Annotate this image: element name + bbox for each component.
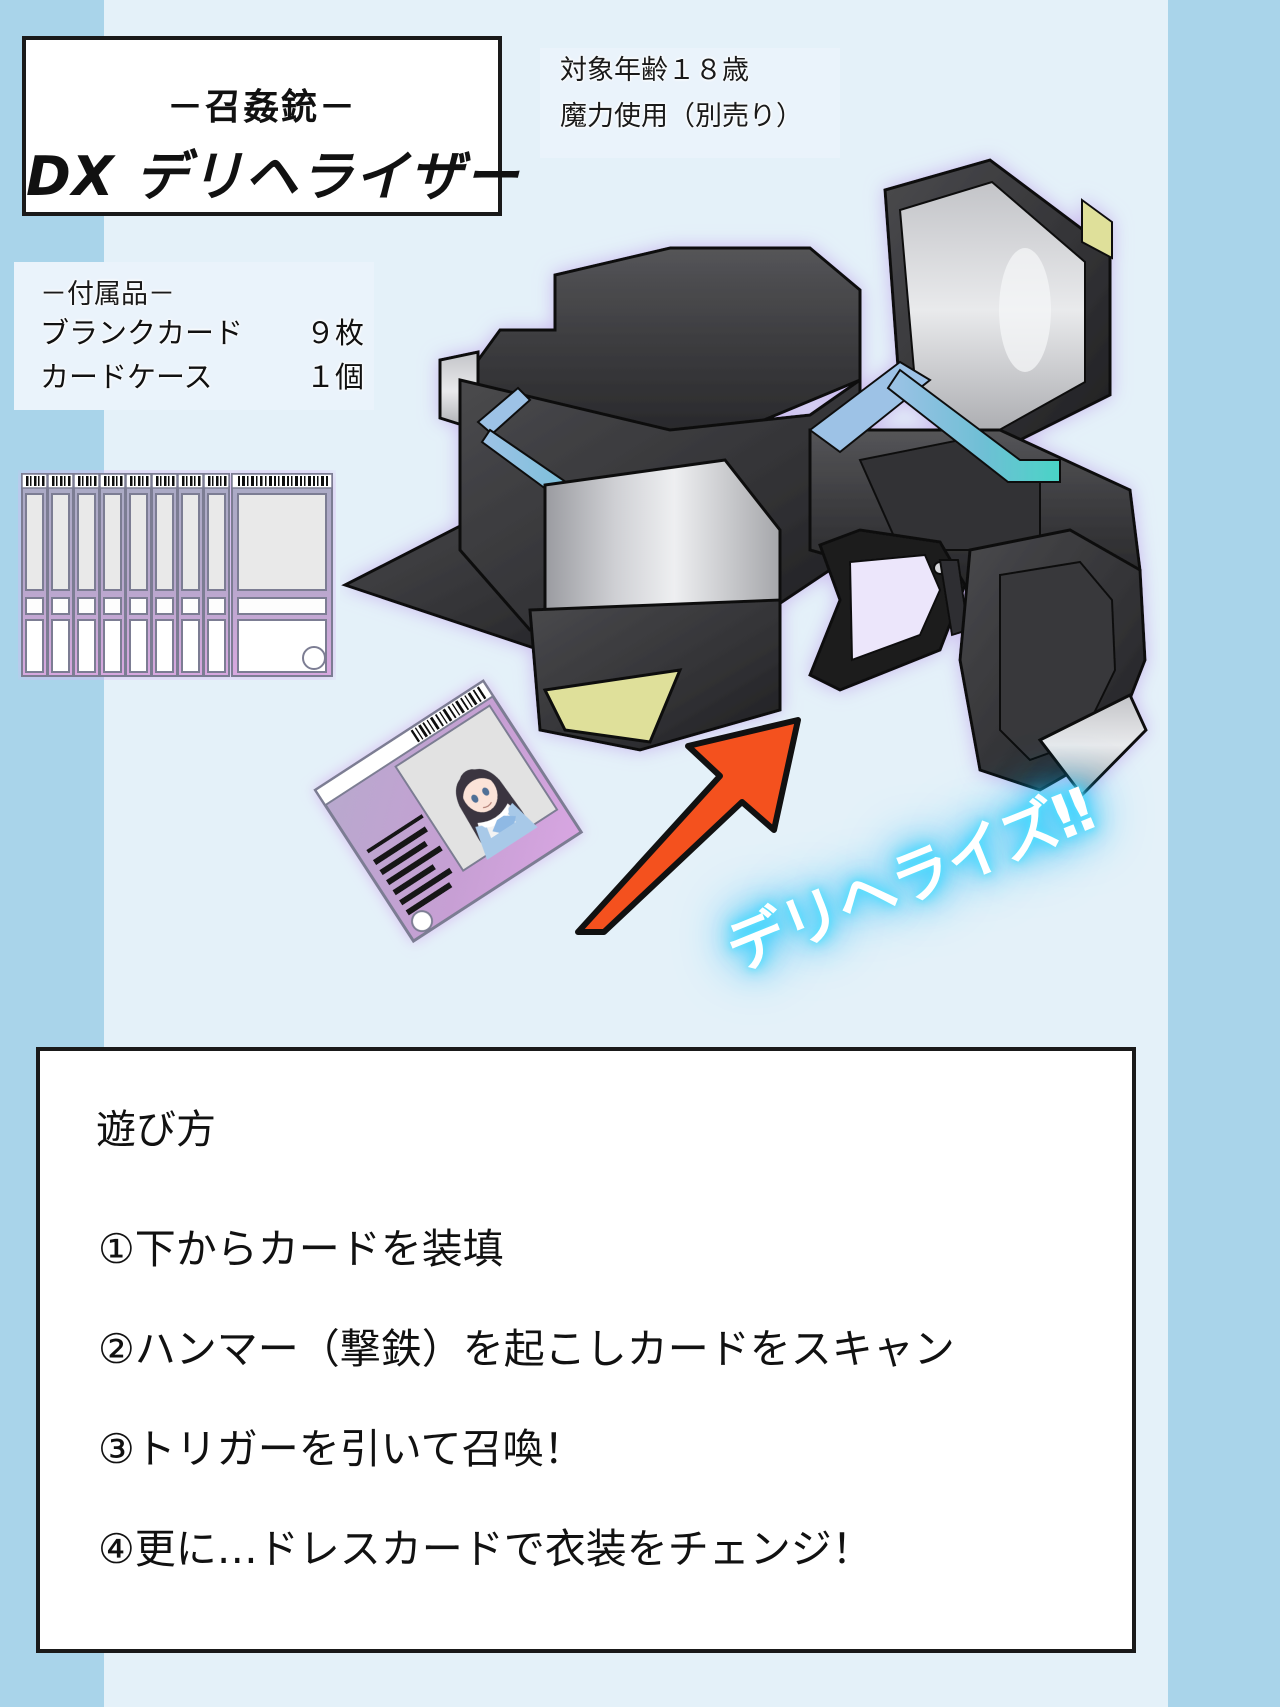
product-title-box: －召姦銃－ DX デリヘライザー bbox=[22, 36, 520, 216]
toy-gun-illustration bbox=[341, 158, 1148, 798]
accessory-row: カードケース １個 bbox=[14, 355, 374, 399]
background-right-strip bbox=[1168, 0, 1280, 1707]
accessory-row: ブランクカード ９枚 bbox=[14, 311, 374, 355]
how-to-play-step-3: ③トリガーを引いて召喚！ bbox=[98, 1425, 585, 1473]
product-subtitle: －召姦銃－ bbox=[166, 87, 357, 128]
accessory-name: カードケース bbox=[40, 360, 213, 394]
age-notice-box: 対象年齢１８歳 魔力使用（別売り） bbox=[540, 48, 840, 158]
accessories-heading: －付属品－ bbox=[40, 279, 175, 310]
blank-card-stack bbox=[21, 473, 333, 677]
how-to-play-heading: 遊び方 bbox=[96, 1107, 216, 1153]
summon-card-with-girl bbox=[313, 679, 584, 944]
accessory-name: ブランクカード bbox=[40, 316, 244, 350]
age-notice-line-2: 魔力使用（別売り） bbox=[560, 101, 803, 132]
how-to-play-step-2: ②ハンマー（撃鉄）を起こしカードをスキャン bbox=[98, 1325, 955, 1373]
accessory-qty: ９枚 bbox=[305, 316, 364, 350]
product-title: DX デリヘライザー bbox=[26, 145, 520, 208]
accessory-qty: １個 bbox=[305, 360, 364, 394]
how-to-play-step-4: ④更に…ドレスカードで衣装をチェンジ！ bbox=[98, 1525, 873, 1573]
how-to-play-step-1: ①下からカードを装填 bbox=[98, 1225, 504, 1273]
how-to-play-box: 遊び方 ①下からカードを装填 ②ハンマー（撃鉄）を起こしカードをスキャン ③トリ… bbox=[36, 1047, 1136, 1653]
age-notice-line-1: 対象年齢１８歳 bbox=[560, 55, 749, 86]
accessories-box: －付属品－ ブランクカード ９枚 カードケース １個 bbox=[14, 262, 374, 410]
direction-arrow-icon bbox=[575, 717, 801, 935]
